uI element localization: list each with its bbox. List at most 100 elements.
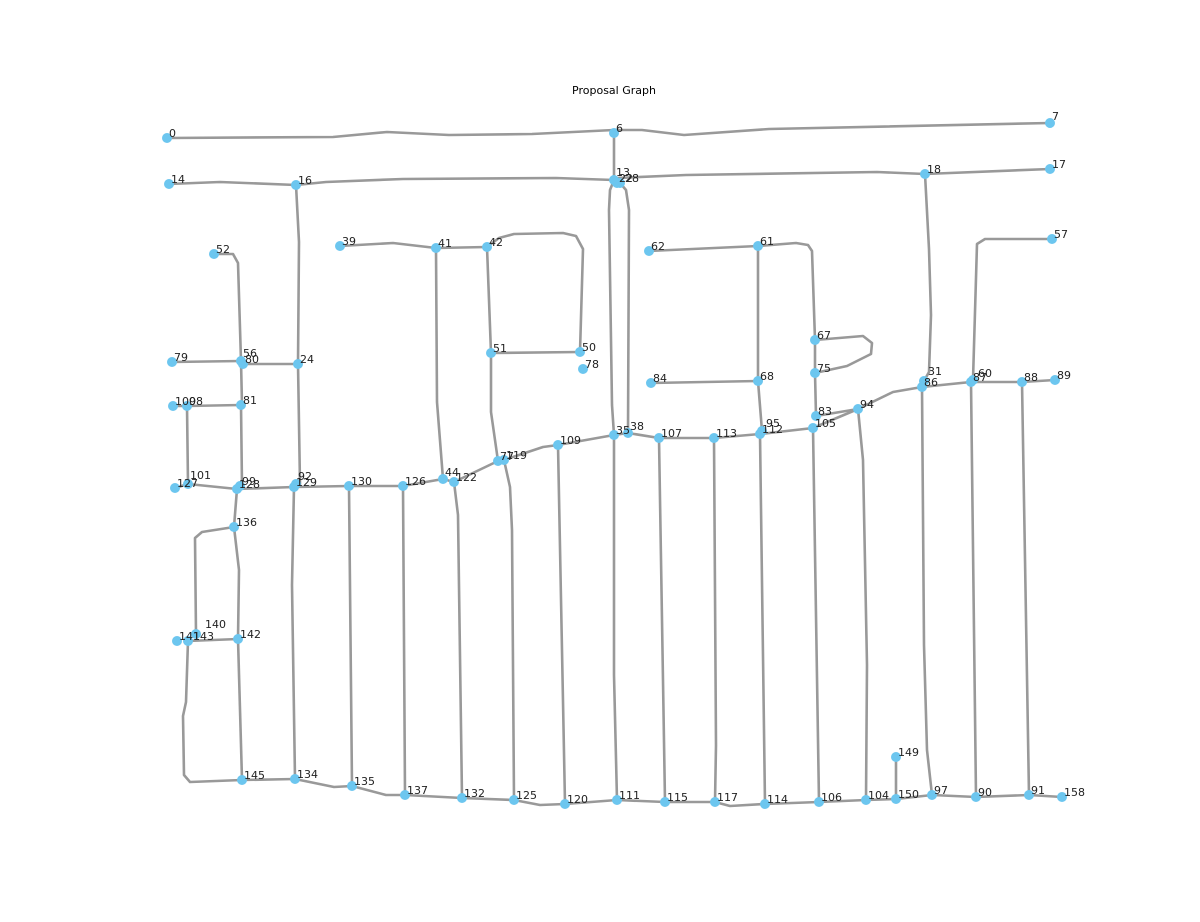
graph-edge — [647, 244, 760, 253]
nodes-layer — [162, 118, 1067, 809]
node-label-92: 92 — [298, 470, 312, 483]
graph-node-126 — [398, 481, 408, 491]
graph-edge — [922, 172, 933, 383]
graph-edge — [294, 183, 301, 366]
graph-node-7 — [1045, 118, 1055, 128]
graph-edge — [212, 252, 243, 363]
graph-node-57 — [1047, 234, 1057, 244]
node-label-149: 149 — [898, 746, 919, 759]
graph-node-105 — [808, 423, 818, 433]
graph-node-41 — [431, 243, 441, 253]
node-label-140: 140 — [205, 618, 226, 631]
node-label-16: 16 — [298, 174, 312, 187]
graph-node-130 — [344, 481, 354, 491]
graph-node-16 — [291, 180, 301, 190]
node-label-67: 67 — [817, 329, 831, 342]
node-label-80: 80 — [245, 353, 259, 366]
graph-edge — [290, 485, 297, 781]
graph-edge — [167, 176, 616, 187]
edges-layer — [165, 121, 1064, 808]
graph-node-83 — [811, 411, 821, 421]
node-label-135: 135 — [354, 775, 375, 788]
graph-node-106 — [814, 797, 824, 807]
node-label-150: 150 — [898, 788, 919, 801]
graph-node-0 — [162, 133, 172, 143]
node-label-94: 94 — [860, 398, 874, 411]
graph-edge — [236, 637, 244, 782]
graph-node-18 — [920, 169, 930, 179]
node-label-57: 57 — [1054, 228, 1068, 241]
graph-node-35 — [609, 430, 619, 440]
node-label-24: 24 — [300, 353, 314, 366]
graph-node-60 — [968, 375, 978, 385]
graph-edge — [239, 403, 244, 488]
node-label-50: 50 — [582, 341, 596, 354]
graph-node-62 — [644, 246, 654, 256]
node-label-141: 141 — [179, 630, 200, 643]
graph-node-149 — [891, 752, 901, 762]
node-label-79: 79 — [174, 351, 188, 364]
node-label-56: 56 — [243, 347, 257, 360]
node-label-143: 143 — [193, 630, 214, 643]
node-label-115: 115 — [667, 791, 688, 804]
graph-node-127 — [170, 483, 180, 493]
node-label-109: 109 — [560, 434, 581, 447]
node-label-114: 114 — [767, 793, 788, 806]
graph-node-79 — [167, 357, 177, 367]
node-label-104: 104 — [868, 789, 889, 802]
graph-node-78 — [578, 364, 588, 374]
graph-node-88 — [1017, 377, 1027, 387]
graph-edge — [489, 350, 582, 355]
node-label-95: 95 — [766, 417, 780, 430]
node-label-78: 78 — [585, 358, 599, 371]
node-label-14: 14 — [171, 173, 185, 186]
graph-node-97 — [927, 790, 937, 800]
graph-edge — [502, 458, 516, 802]
graph-edge — [1020, 380, 1031, 797]
node-label-38: 38 — [630, 420, 644, 433]
graph-edge — [193, 525, 236, 636]
graph-edge — [232, 487, 241, 641]
node-label-113: 113 — [716, 427, 737, 440]
node-label-142: 142 — [240, 628, 261, 641]
graph-node-91 — [1024, 790, 1034, 800]
node-label-98: 98 — [189, 395, 203, 408]
graph-node-115 — [660, 797, 670, 807]
graph-edge — [556, 443, 567, 806]
graph-node-61 — [753, 241, 763, 251]
graph-node-50 — [575, 347, 585, 357]
node-label-117: 117 — [717, 791, 738, 804]
graph-node-114 — [760, 799, 770, 809]
node-label-122: 122 — [456, 471, 477, 484]
graph-node-51 — [486, 348, 496, 358]
node-label-130: 130 — [351, 475, 372, 488]
node-label-134: 134 — [297, 768, 318, 781]
graph-edge — [292, 477, 456, 489]
graph-node-107 — [654, 433, 664, 443]
graph-node-42 — [482, 242, 492, 252]
graph-edge — [485, 245, 493, 355]
graph-node-150 — [891, 794, 901, 804]
node-label-107: 107 — [661, 427, 682, 440]
node-label-51: 51 — [493, 342, 507, 355]
graph-edge — [618, 181, 631, 435]
graph-node-98 — [182, 401, 192, 411]
node-label-0: 0 — [169, 127, 176, 140]
graph-node-142 — [233, 634, 243, 644]
graph-node-94 — [853, 404, 863, 414]
graph-node-67 — [810, 335, 820, 345]
node-label-111: 111 — [619, 789, 640, 802]
graph-edge — [434, 246, 445, 481]
graph-edge — [712, 436, 718, 804]
node-label-6: 6 — [616, 122, 623, 135]
node-label-120: 120 — [567, 793, 588, 806]
graph-node-100 — [168, 401, 178, 411]
graph-edge — [185, 404, 190, 486]
node-label-106: 106 — [821, 791, 842, 804]
graph-edge — [969, 380, 978, 799]
node-label-119: 119 — [506, 449, 527, 462]
node-label-101: 101 — [190, 469, 211, 482]
graph-node-28 — [615, 178, 625, 188]
